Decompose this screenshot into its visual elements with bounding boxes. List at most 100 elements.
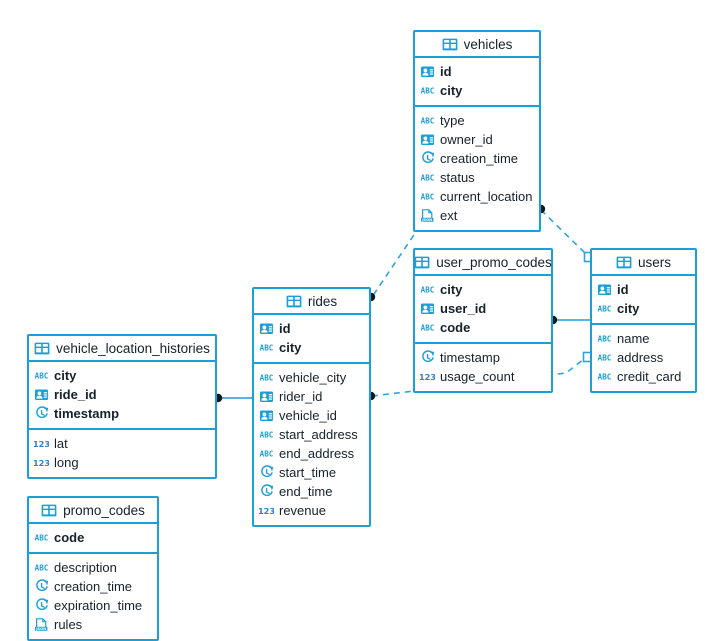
- column-name: end_time: [279, 484, 333, 499]
- column-row[interactable]: id: [254, 319, 369, 338]
- svg-text:ABC: ABC: [421, 324, 435, 333]
- table-name: rides: [307, 293, 338, 309]
- svg-text:ABC: ABC: [260, 450, 274, 459]
- table-header-vehicles[interactable]: vehicles: [415, 32, 539, 58]
- uuid-icon: [420, 132, 435, 147]
- column-name: owner_id: [440, 132, 493, 147]
- column-row[interactable]: vehicle_id: [254, 406, 369, 425]
- string-icon: ABC: [259, 340, 274, 355]
- column-row[interactable]: ABC code: [29, 528, 157, 547]
- column-name: user_id: [440, 301, 487, 316]
- string-icon: ABC: [420, 320, 435, 335]
- column-row[interactable]: ABC code: [415, 318, 551, 337]
- svg-text:ABC: ABC: [35, 534, 49, 543]
- table-icon: [616, 256, 632, 269]
- column-name: id: [440, 64, 452, 79]
- string-icon: ABC: [259, 446, 274, 461]
- column-name: ext: [440, 208, 458, 223]
- column-name: city: [440, 83, 463, 98]
- column-name: city: [440, 282, 463, 297]
- table-header-rides[interactable]: rides: [254, 289, 369, 315]
- string-icon: ABC: [420, 189, 435, 204]
- relationship-upc-to-users: [548, 315, 591, 325]
- table-header-vehicle_location_histories[interactable]: vehicle_location_histories: [29, 336, 215, 362]
- table-icon: [442, 38, 458, 51]
- table-header-users[interactable]: users: [592, 250, 695, 276]
- svg-text:JSON: JSON: [421, 218, 432, 222]
- string-icon: ABC: [420, 282, 435, 297]
- column-name: name: [617, 331, 650, 346]
- column-row[interactable]: user_id: [415, 299, 551, 318]
- column-name: rules: [54, 617, 83, 632]
- column-name: city: [54, 368, 77, 383]
- column-row[interactable]: 123 revenue: [254, 501, 369, 520]
- timestamp-icon: [34, 598, 49, 613]
- column-row[interactable]: creation_time: [29, 577, 157, 596]
- column-row[interactable]: ABC name: [592, 329, 695, 348]
- column-name: code: [440, 320, 471, 335]
- table-icon: [286, 295, 302, 308]
- json-icon: JSON: [420, 208, 435, 223]
- svg-text:ABC: ABC: [260, 431, 274, 440]
- table-header-user_promo_codes[interactable]: user_promo_codes: [414, 250, 552, 276]
- column-row[interactable]: ABC city: [415, 280, 551, 299]
- timestamp-icon: [259, 484, 274, 499]
- string-icon: ABC: [597, 331, 612, 346]
- column-name: code: [54, 530, 85, 545]
- timestamp-icon: [34, 406, 49, 421]
- uuid-icon: [420, 301, 435, 316]
- number-icon: 123: [420, 369, 435, 384]
- column-row[interactable]: expiration_time: [29, 596, 157, 615]
- number-icon: 123: [34, 436, 49, 451]
- column-row[interactable]: timestamp: [29, 404, 215, 423]
- column-row[interactable]: id: [415, 62, 539, 81]
- svg-text:ABC: ABC: [260, 374, 274, 383]
- column-row[interactable]: rider_id: [254, 387, 369, 406]
- column-name: id: [617, 282, 629, 297]
- column-name: type: [440, 113, 465, 128]
- column-row[interactable]: id: [592, 280, 695, 299]
- timestamp-icon: [420, 151, 435, 166]
- column-row[interactable]: JSON ext: [415, 206, 539, 225]
- relationship-vlh-to-rides: [213, 393, 253, 403]
- column-row[interactable]: owner_id: [415, 130, 539, 149]
- column-row[interactable]: creation_time: [415, 149, 539, 168]
- column-row[interactable]: start_time: [254, 463, 369, 482]
- number-icon: 123: [259, 503, 274, 518]
- column-name: timestamp: [54, 406, 120, 421]
- svg-text:123: 123: [34, 458, 49, 468]
- column-row[interactable]: ride_id: [29, 385, 215, 404]
- column-row[interactable]: end_time: [254, 482, 369, 501]
- column-name: revenue: [279, 503, 326, 518]
- table-header-promo_codes[interactable]: promo_codes: [29, 498, 157, 524]
- column-name: city: [617, 301, 640, 316]
- column-name: usage_count: [440, 369, 515, 384]
- column-row[interactable]: 123 usage_count: [415, 367, 551, 386]
- table-icon: [34, 342, 50, 355]
- column-row[interactable]: timestamp: [415, 348, 551, 367]
